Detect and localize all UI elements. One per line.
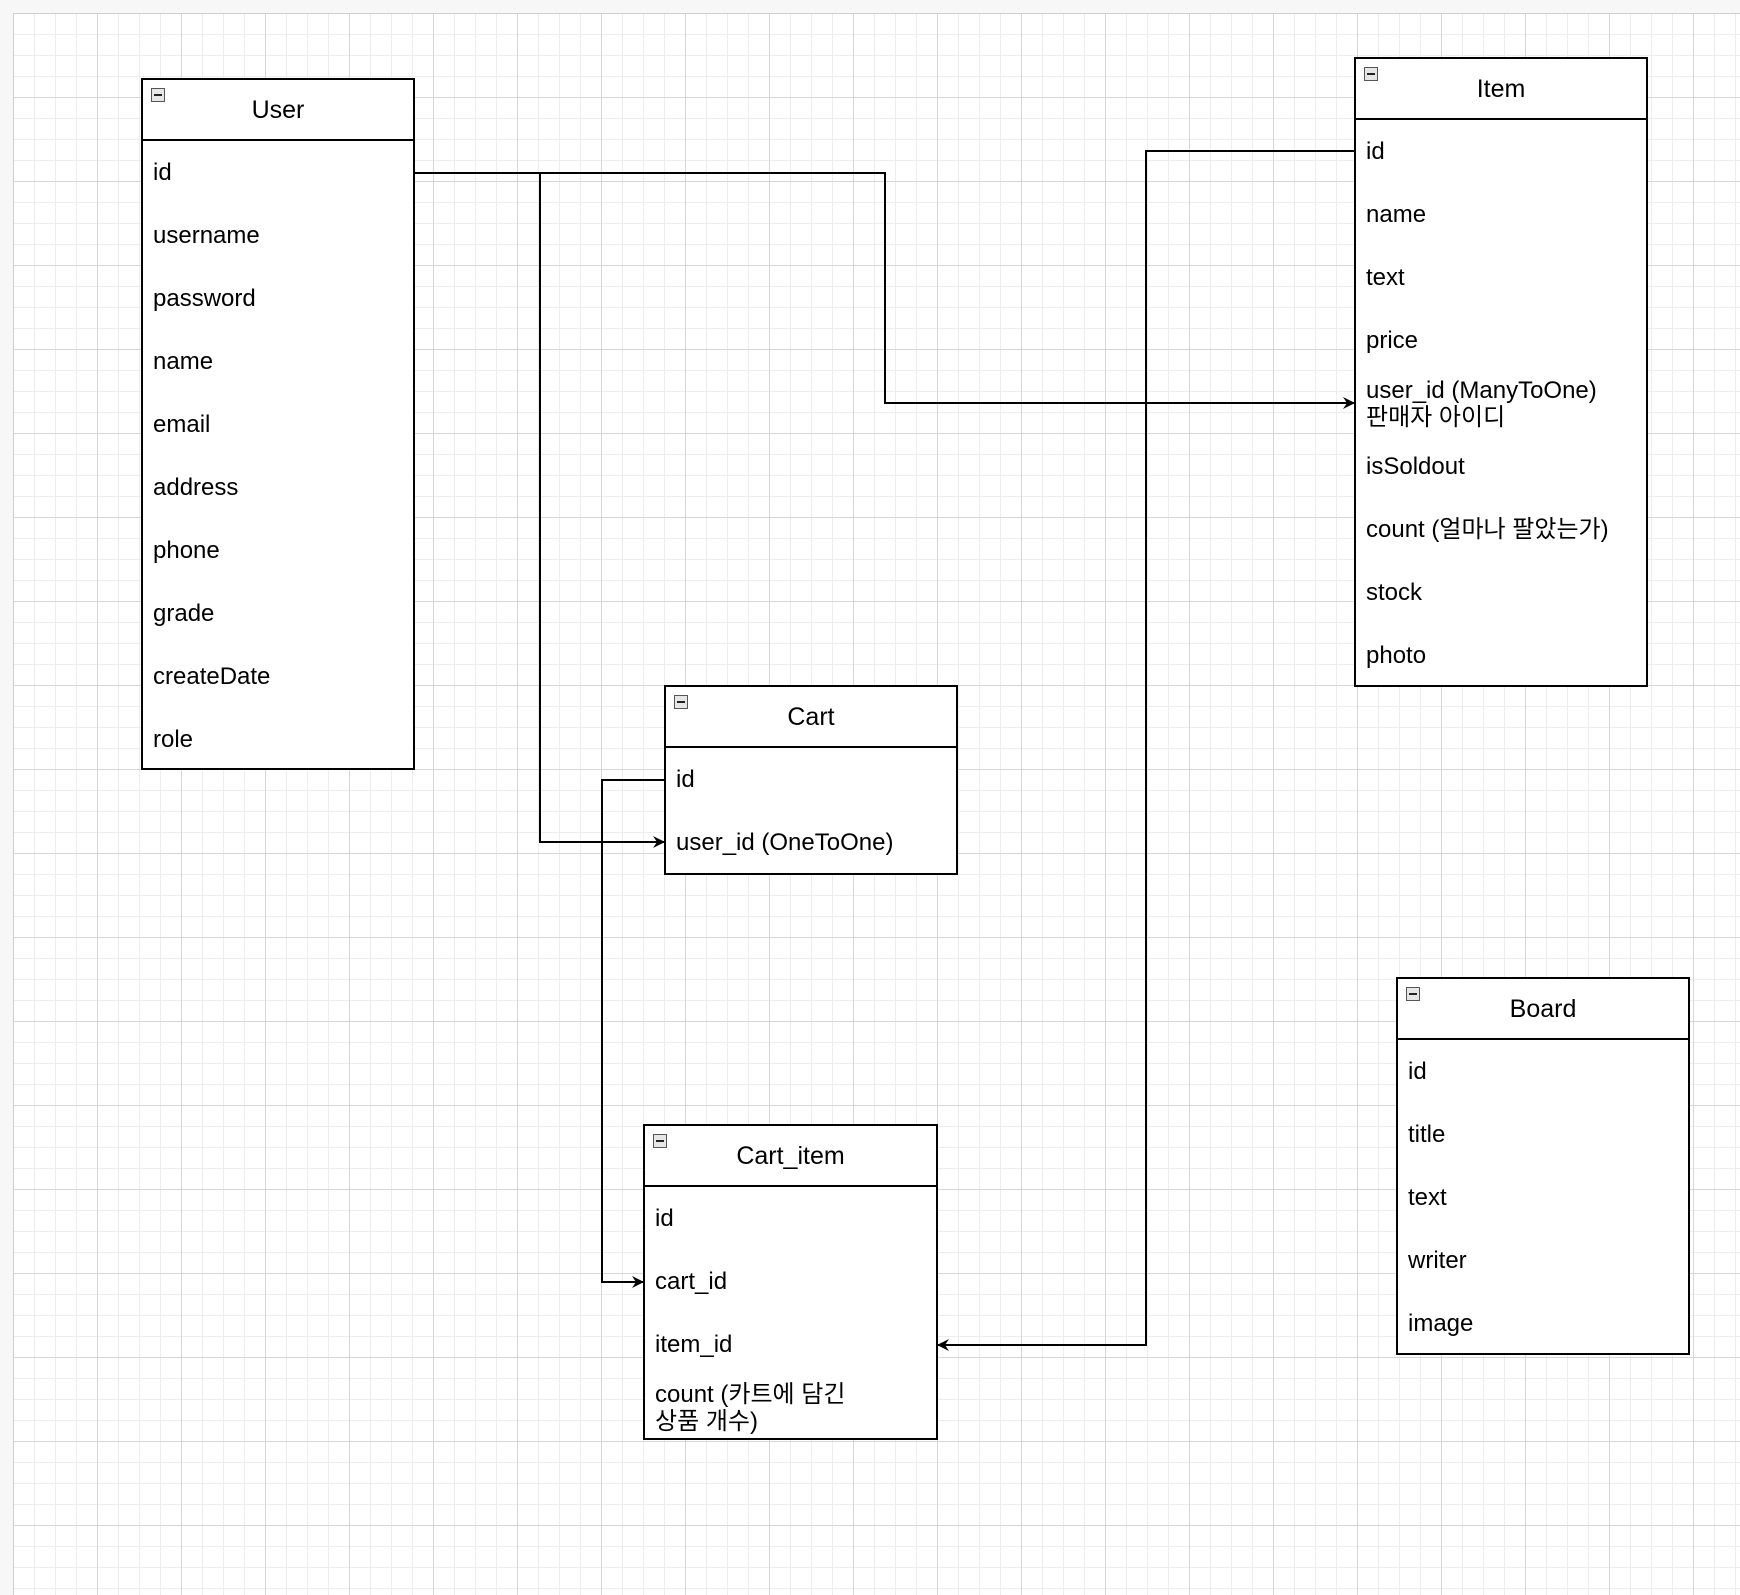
field-writer[interactable]: writer [1408, 1247, 1467, 1274]
entity-header[interactable]: Cart [666, 687, 956, 748]
collapse-icon[interactable] [674, 695, 688, 709]
field-name[interactable]: name [153, 348, 214, 375]
entity-title: Cart_item [736, 1142, 845, 1170]
field-id[interactable]: id [676, 766, 695, 793]
entity-item[interactable]: Item id name text price user_id (ManyToO… [1354, 57, 1648, 687]
field-title[interactable]: title [1408, 1121, 1446, 1148]
field-count[interactable]: count (얼마나 팔았는가) [1366, 516, 1609, 543]
entity-user[interactable]: User id username password name email add… [141, 78, 415, 770]
field-address[interactable]: address [153, 474, 239, 501]
entity-board[interactable]: Board id title text writer image [1396, 977, 1690, 1355]
field-id[interactable]: id [1366, 138, 1385, 165]
entity-header[interactable]: User [143, 80, 413, 141]
entity-cart-item[interactable]: Cart_item id cart_id item_id count (카트에 … [643, 1124, 938, 1440]
entity-title: Item [1476, 75, 1526, 103]
field-password[interactable]: password [153, 285, 256, 312]
field-user-id[interactable]: user_id (OneToOne) [676, 829, 894, 856]
field-price[interactable]: price [1366, 327, 1419, 354]
entity-header[interactable]: Board [1398, 979, 1688, 1040]
collapse-icon[interactable] [151, 88, 165, 102]
entity-header[interactable]: Item [1356, 59, 1646, 120]
collapse-icon[interactable] [1406, 987, 1420, 1001]
field-name[interactable]: name [1366, 201, 1427, 228]
field-createdate[interactable]: createDate [153, 663, 271, 690]
field-user-id[interactable]: user_id (ManyToOne) 판매자 아이디 [1366, 376, 1597, 431]
field-count[interactable]: count (카트에 담긴 상품 개수) [655, 1380, 846, 1435]
field-text[interactable]: text [1408, 1184, 1447, 1211]
field-cart-id[interactable]: cart_id [655, 1268, 728, 1295]
field-username[interactable]: username [153, 222, 260, 249]
entity-header[interactable]: Cart_item [645, 1126, 936, 1187]
entity-title: User [251, 96, 305, 124]
field-grade[interactable]: grade [153, 600, 215, 627]
edge-user-id-to-cart-user-id[interactable] [539, 173, 665, 848]
field-text[interactable]: text [1366, 264, 1405, 291]
collapse-icon[interactable] [1364, 67, 1378, 81]
edge-cart-id-to-cart-item-cart-id[interactable] [601, 779, 664, 1288]
edge-item-id-to-cart-item-item-id[interactable] [937, 150, 1354, 1351]
field-id[interactable]: id [1408, 1058, 1427, 1085]
field-id[interactable]: id [655, 1205, 674, 1232]
field-issoldout[interactable]: isSoldout [1366, 453, 1465, 480]
field-item-id[interactable]: item_id [655, 1331, 733, 1358]
field-email[interactable]: email [153, 411, 211, 438]
edge-user-id-to-item-user-id[interactable] [415, 172, 1355, 409]
field-image[interactable]: image [1408, 1310, 1474, 1337]
entity-cart[interactable]: Cart id user_id (OneToOne) [664, 685, 958, 875]
field-stock[interactable]: stock [1366, 579, 1423, 606]
field-id[interactable]: id [153, 159, 172, 186]
entity-title: Board [1509, 995, 1577, 1023]
field-photo[interactable]: photo [1366, 642, 1427, 669]
field-role[interactable]: role [153, 726, 194, 753]
collapse-icon[interactable] [653, 1134, 667, 1148]
field-phone[interactable]: phone [153, 537, 220, 564]
entity-title: Cart [787, 703, 835, 731]
